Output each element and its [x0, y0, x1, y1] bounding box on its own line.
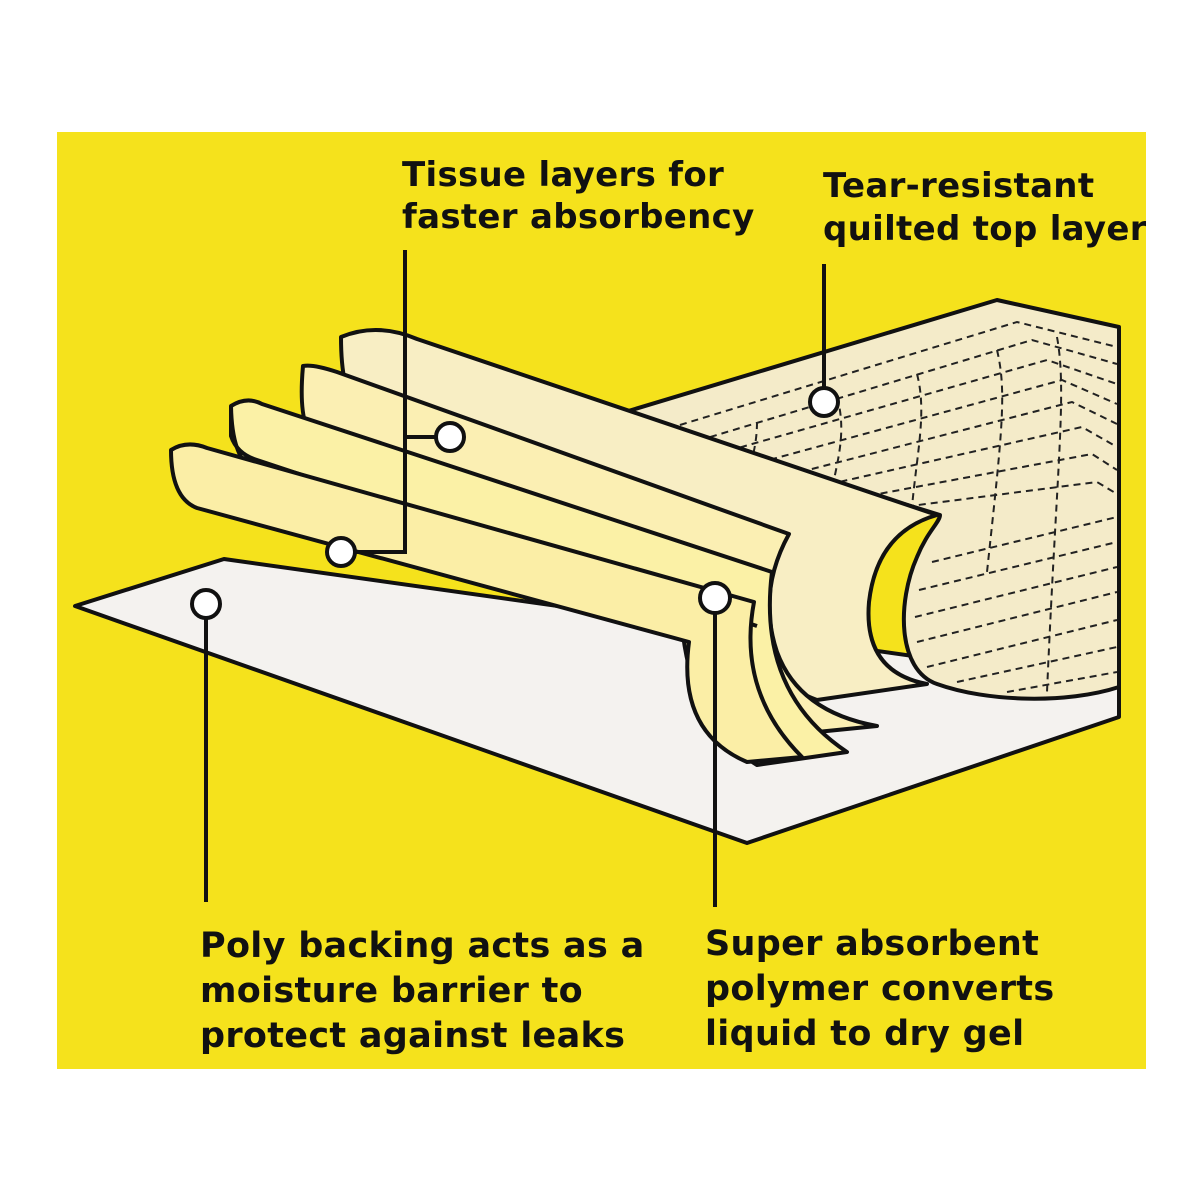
leader-tissue — [356, 250, 407, 554]
tissue-layer-front — [169, 442, 804, 764]
tissue-layers-label: Tissue layers for faster absorbency — [402, 155, 755, 237]
marker-tissue-lower — [325, 536, 357, 568]
quilted-top-layer-label: Tear-resistant quilted top layer — [823, 166, 1146, 249]
callout-markers — [190, 386, 840, 620]
marker-poly-backing — [190, 588, 222, 620]
pad-layers-diagram — [73, 250, 1121, 907]
poly-backing-sheet — [73, 557, 1121, 845]
marker-tissue-upper — [434, 421, 466, 453]
marker-polymer — [698, 581, 732, 615]
marker-top-layer — [808, 386, 840, 418]
diagram-panel: Tissue layers for faster absorbency Tear… — [57, 132, 1146, 1069]
callout-leaders — [204, 250, 826, 907]
super-absorbent-polymer-label: Super absorbent polymer converts liquid … — [705, 924, 1055, 1054]
poly-backing-label: Poly backing acts as a moisture barrier … — [200, 926, 645, 1056]
